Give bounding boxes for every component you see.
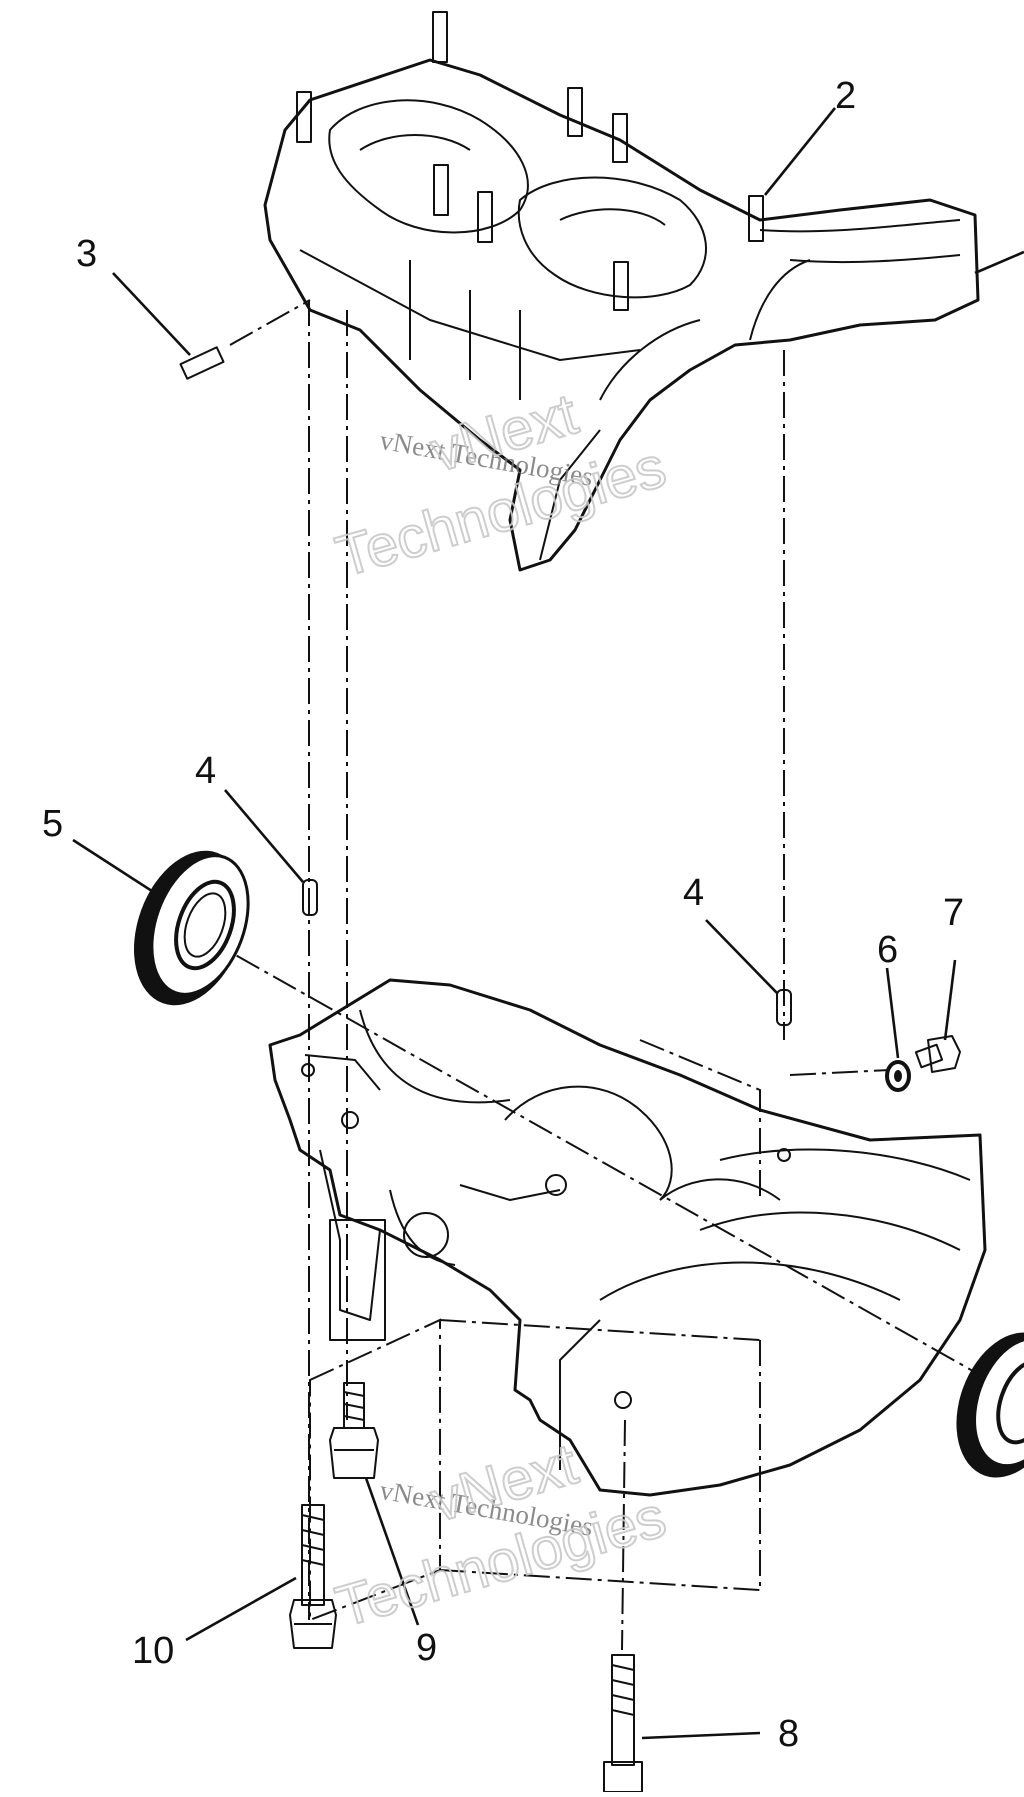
callout-4-left: 4 xyxy=(195,750,216,792)
callout-7: 7 xyxy=(943,892,964,934)
callout-3: 3 xyxy=(76,233,97,275)
callout-9: 9 xyxy=(416,1627,437,1669)
oil-seal-5 xyxy=(133,850,250,1006)
callout-6: 6 xyxy=(877,929,898,971)
support-block-outline xyxy=(309,1039,761,1622)
callout-10: 10 xyxy=(132,1630,174,1672)
washer-6 xyxy=(885,1060,911,1092)
lower-crankcase xyxy=(268,978,987,1497)
callout-4-right: 4 xyxy=(683,872,704,914)
callout-8: 8 xyxy=(778,1713,799,1755)
dowel-pin-4-right xyxy=(776,989,792,1026)
bolt-9 xyxy=(329,1382,379,1479)
dowel-pin-3 xyxy=(179,346,225,380)
watermark-bottom-big: vNext Technologies xyxy=(328,1430,673,1641)
leader-lines xyxy=(72,107,1024,1740)
assembly-centerlines xyxy=(199,299,981,1651)
bolt-10 xyxy=(289,1504,337,1649)
oil-seal-right xyxy=(956,1332,1024,1478)
callout-5: 5 xyxy=(42,803,63,845)
callout-numbers: 2 3 4 5 4 6 7 8 9 10 xyxy=(42,75,964,1755)
callout-2: 2 xyxy=(835,75,856,117)
bolt-8 xyxy=(603,1654,643,1793)
dowel-pin-4-left xyxy=(302,879,318,916)
upper-crankcase xyxy=(263,11,980,572)
watermark-top-big: vNext Technologies xyxy=(328,380,673,591)
nut-7 xyxy=(914,1035,961,1073)
